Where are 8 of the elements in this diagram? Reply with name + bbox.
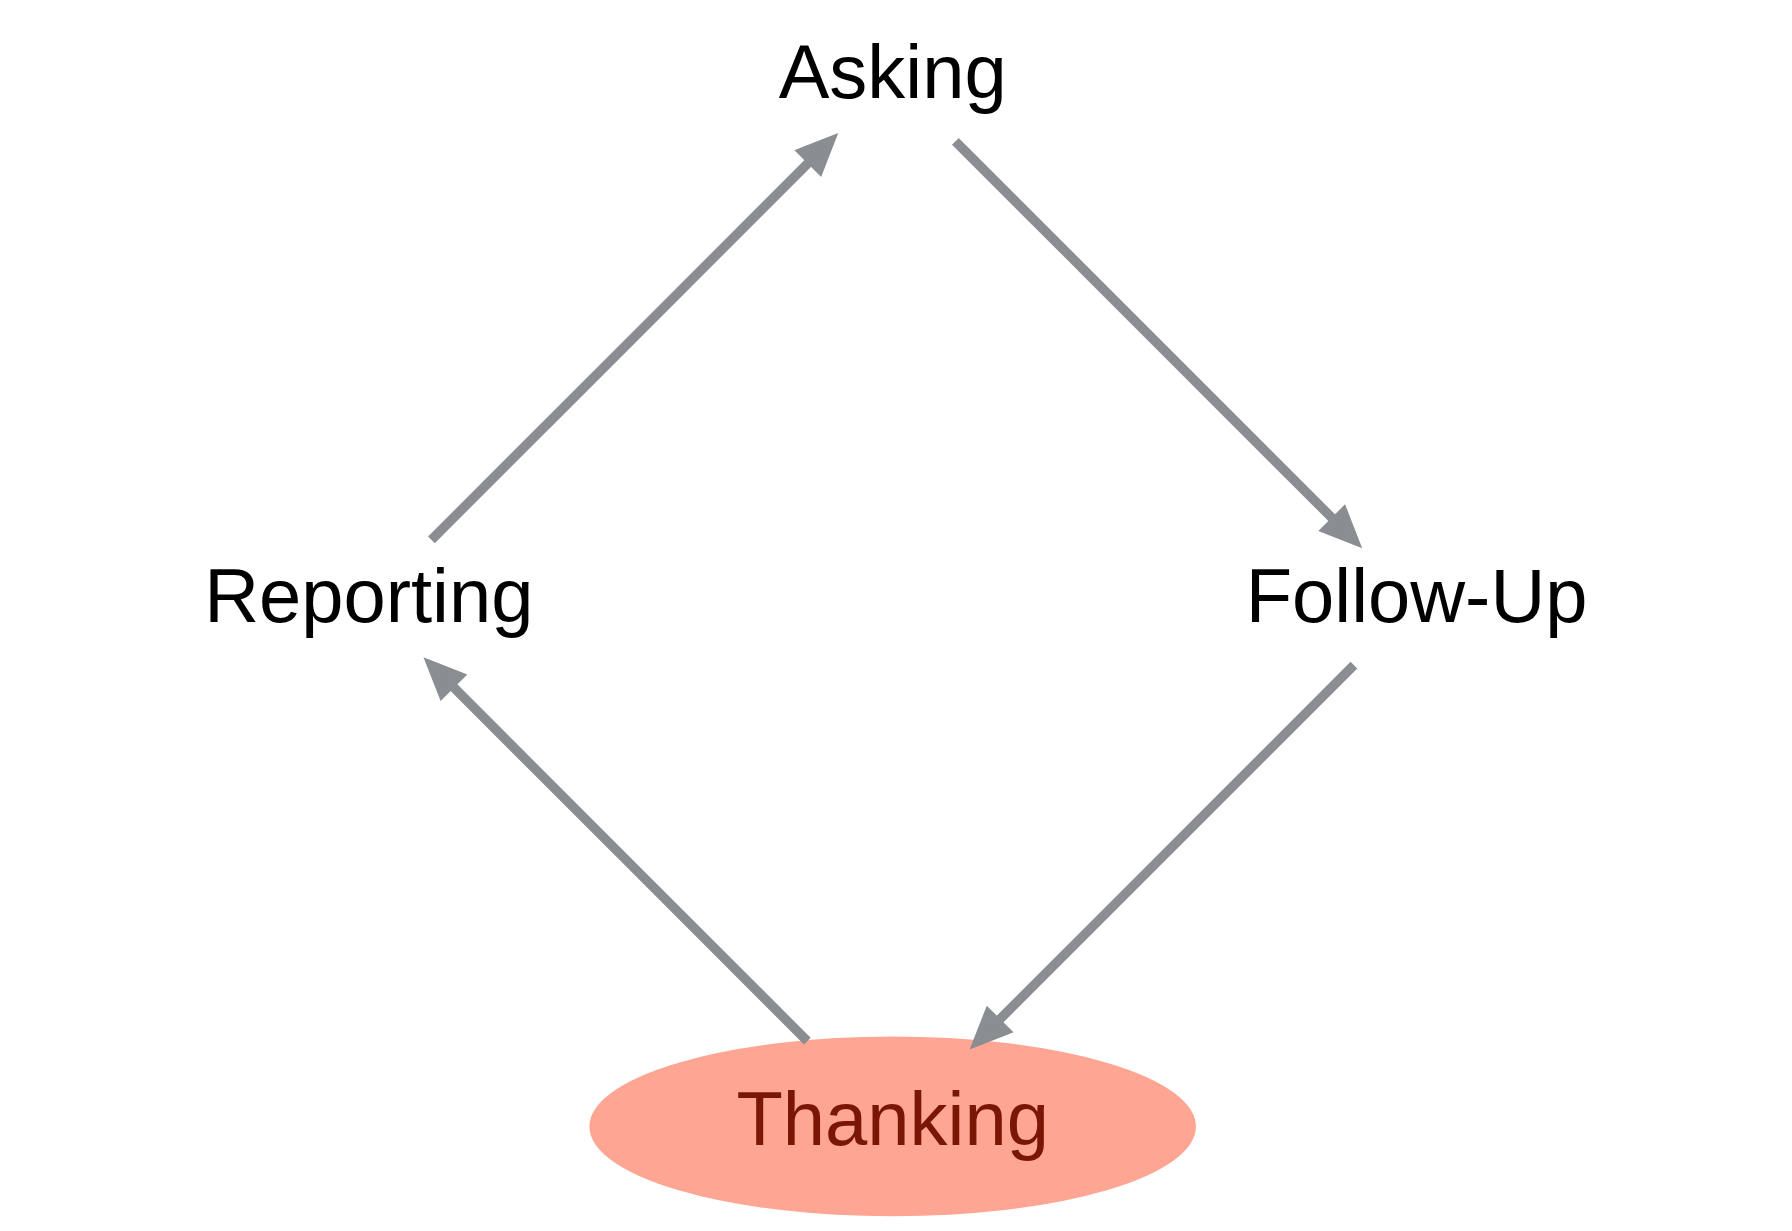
arrow xyxy=(428,133,839,544)
arrow xyxy=(952,137,1363,549)
arrow xyxy=(969,661,1358,1050)
node-text: Follow-Up xyxy=(1245,552,1588,638)
node-ellipse: Thanking xyxy=(589,1036,1196,1217)
arrow xyxy=(423,657,811,1045)
node-text: Reporting xyxy=(204,552,534,638)
node-text: Asking xyxy=(778,28,1007,114)
